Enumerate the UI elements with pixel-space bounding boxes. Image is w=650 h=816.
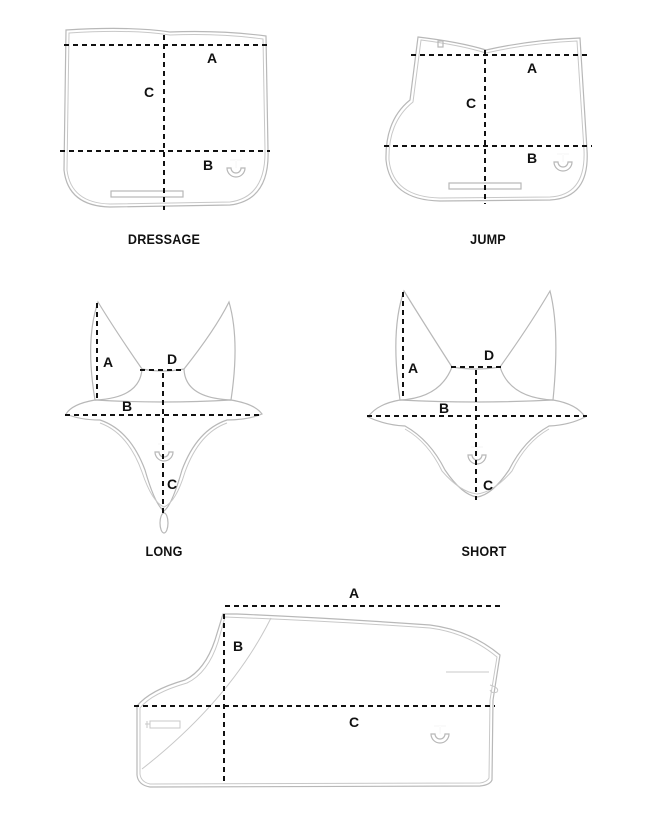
measure-label-c: C xyxy=(144,84,154,100)
measure-label-b: B xyxy=(122,398,132,414)
stirrup-logo-icon xyxy=(553,153,573,172)
long-ear-bonnet-diagram: A D B C xyxy=(65,300,263,534)
measure-label-c: C xyxy=(349,714,359,730)
measure-label-b: B xyxy=(527,150,537,166)
measure-label-a: A xyxy=(207,50,217,66)
jump-title: JUMP xyxy=(470,231,506,247)
measure-label-c: C xyxy=(483,477,493,493)
measure-label-c: C xyxy=(466,95,476,111)
dressage-saddle-pad-diagram: A C B xyxy=(60,27,270,210)
stirrup-logo-icon xyxy=(430,725,450,744)
jump-saddle-pad-diagram: A C B xyxy=(384,36,592,204)
long-title: LONG xyxy=(145,543,183,559)
measure-label-a: A xyxy=(527,60,537,76)
measure-label-b: B xyxy=(203,157,213,173)
measure-label-a: A xyxy=(103,354,113,370)
measure-label-b: B xyxy=(439,400,449,416)
dressage-title: DRESSAGE xyxy=(127,231,201,247)
measure-label-d: D xyxy=(167,351,177,367)
measure-label-a: A xyxy=(408,360,418,376)
short-title: SHORT xyxy=(461,543,507,559)
measure-label-b: B xyxy=(233,638,243,654)
measure-label-c: C xyxy=(167,476,177,492)
short-ear-bonnet-diagram: A D B C xyxy=(367,289,587,500)
stirrup-logo-icon xyxy=(226,159,246,178)
horse-rug-diagram: A B C xyxy=(134,585,503,788)
measure-label-a: A xyxy=(349,585,359,601)
measure-label-d: D xyxy=(484,347,494,363)
